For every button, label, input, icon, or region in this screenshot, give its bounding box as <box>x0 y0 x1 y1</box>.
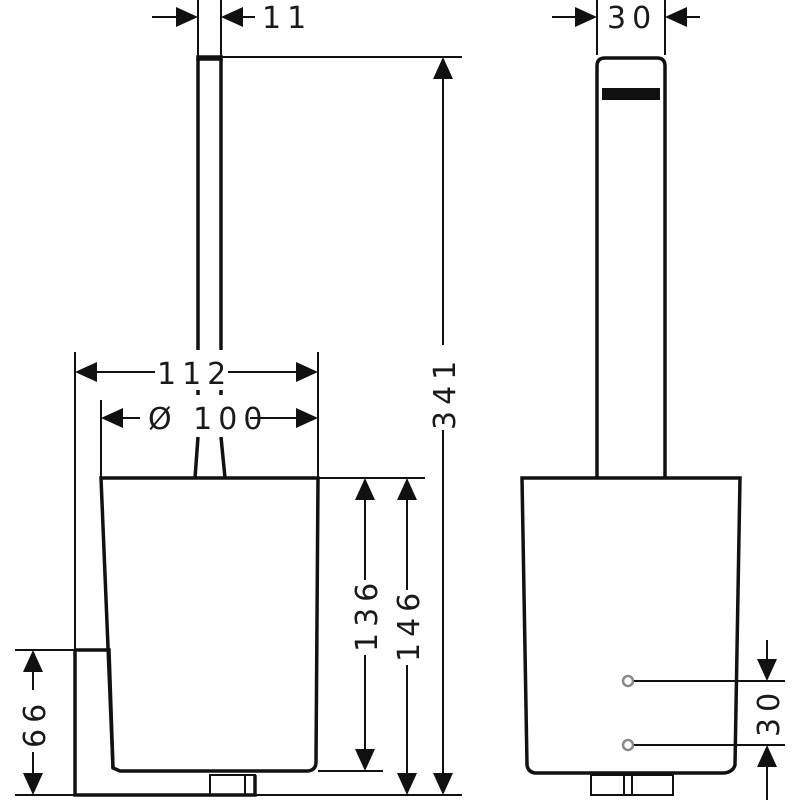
container-body <box>99 476 320 773</box>
dim-diameter-label: Ø 100 <box>148 402 268 437</box>
dim-bracket-height: 66 <box>15 649 75 796</box>
dim-341-label: 341 <box>428 355 463 430</box>
container-side <box>520 476 742 775</box>
dim-30-top-label: 30 <box>607 1 657 36</box>
front-view: 11 112 Ø 100 341 <box>15 0 463 797</box>
brush-handle <box>193 0 227 479</box>
dim-container-height: 136 <box>318 477 385 772</box>
base-foot <box>209 774 256 796</box>
handle-slot <box>602 88 660 100</box>
side-view: 30 30 <box>520 0 787 800</box>
dim-handle-width: 11 <box>152 1 312 36</box>
mounting-hole-upper <box>621 674 635 688</box>
handle-side <box>595 56 667 478</box>
dim-136-label: 136 <box>350 577 385 652</box>
dim-hole-spacing: 30 <box>752 640 787 800</box>
dim-handle-depth: 30 <box>552 1 700 36</box>
dim-66-label: 66 <box>18 698 53 748</box>
mounting-hole-lower <box>621 738 635 752</box>
dim-30-side-label: 30 <box>752 687 787 737</box>
dim-container-diameter: Ø 100 <box>100 400 318 478</box>
wall-bracket <box>73 648 257 797</box>
dim-overall-width: 112 <box>74 352 319 650</box>
dim-11-label: 11 <box>262 1 312 36</box>
dim-total-height: 341 <box>221 56 463 795</box>
dim-146-label: 146 <box>392 587 427 662</box>
dim-base-height: 146 <box>255 477 462 796</box>
dim-112-label: 112 <box>157 357 232 392</box>
